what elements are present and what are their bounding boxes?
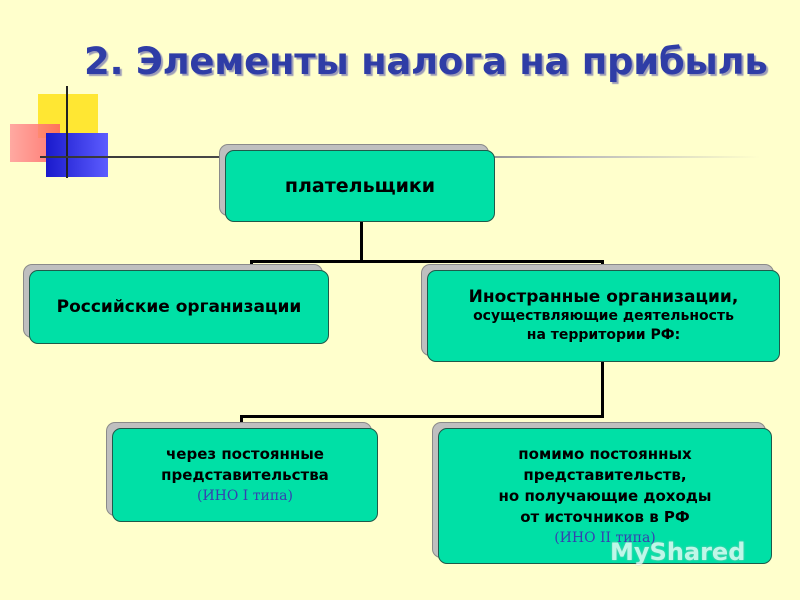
foreign-line-2: осуществляющие деятельность (473, 308, 734, 324)
ino1-line-1: через постоянные (166, 444, 324, 463)
ino1-tag: (ИНО I типа) (196, 487, 293, 504)
page-title: 2. Элементы налога на прибыль (84, 40, 768, 83)
box-ino-type-2: помимо постоянных представительств, но п… (438, 428, 772, 564)
connector-level1-bar (250, 260, 604, 263)
decor-vertical-line (66, 86, 68, 178)
ino2-line-2: представительств, (523, 465, 687, 484)
foreign-line-1: Иностранные организации, (468, 287, 739, 307)
ino1-line-2: представительства (161, 465, 329, 484)
ino2-line-4: от источников в РФ (520, 507, 690, 526)
box-russian-organizations: Российские организации (29, 270, 329, 344)
box-foreign-organizations: Иностранные организации, осуществляющие … (427, 270, 780, 362)
root-label: плательщики (284, 175, 436, 197)
decor-blue-square (46, 133, 108, 177)
box-ino-type-1: через постоянные представительства (ИНО … (112, 428, 378, 522)
connector-left-down (250, 260, 253, 272)
connector-root-down (360, 222, 363, 262)
watermark-text: MyShared (610, 538, 746, 566)
connector-sub-left-down (240, 415, 243, 429)
ino2-tag: (ИНО II типа) (554, 529, 656, 546)
connector-level2-bar (240, 415, 604, 418)
connector-right-down (601, 260, 604, 272)
ino2-line-3: но получающие доходы (498, 486, 712, 505)
root-box-payers: плательщики (225, 150, 495, 222)
connector-right-child-down (601, 362, 604, 418)
foreign-line-3: на территории РФ: (526, 327, 681, 343)
ino2-line-1: помимо постоянных (518, 444, 692, 463)
box-russian-label: Российские организации (56, 297, 302, 317)
